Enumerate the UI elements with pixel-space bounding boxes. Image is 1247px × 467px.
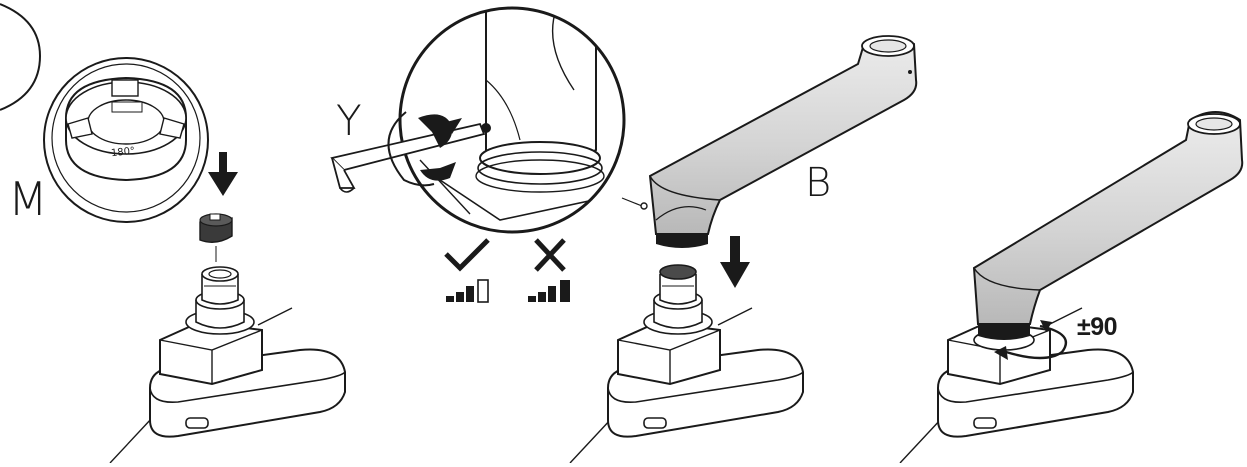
rotation-arrow-icon (994, 320, 1068, 360)
check-icon (444, 238, 490, 272)
insert-detail (43, 57, 209, 223)
zoom-detail (398, 6, 626, 234)
signal-bars-full-icon (528, 280, 570, 302)
rotation-arrows-icon (387, 111, 462, 187)
arrow-down-icon (720, 236, 750, 288)
arrow-down-icon (208, 152, 238, 196)
rotation-label: ±90 (1077, 313, 1118, 341)
monitor-arm-assembled (972, 111, 1244, 340)
arm-label-b: B (805, 160, 832, 206)
cross-icon (534, 238, 566, 272)
part-label-m: M (8, 172, 48, 226)
insert-part (199, 213, 233, 262)
base-stand-3 (899, 307, 1134, 464)
base-stand-2 (569, 264, 804, 464)
partial-detail-circle (0, 3, 42, 111)
monitor-arm-b (648, 35, 918, 248)
signal-bars-partial-icon (446, 279, 489, 303)
base-stand-1 (109, 266, 346, 464)
tool-label-y: Y (336, 96, 362, 145)
